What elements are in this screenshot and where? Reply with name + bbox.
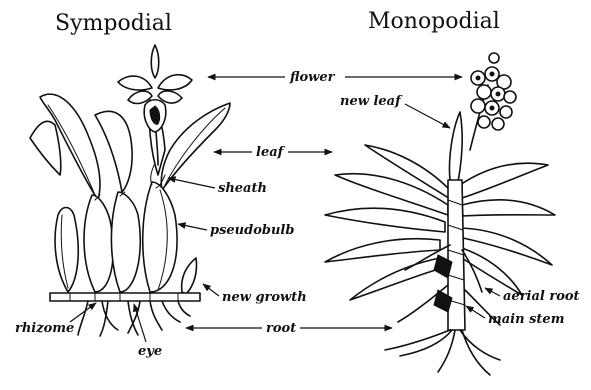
new-growth-arrow (203, 284, 219, 296)
label-rhizome: rhizome (15, 321, 74, 336)
label-flower: flower (289, 70, 336, 85)
label-new-leaf: new leaf (340, 94, 403, 109)
label-new-growth: new growth (222, 290, 307, 305)
new-leaf-arrow (405, 104, 450, 128)
eye-arrow (134, 304, 146, 342)
label-sheath: sheath (218, 181, 267, 196)
title-monopodial: Monopodial (368, 9, 500, 34)
title-sympodial: Sympodial (55, 11, 172, 36)
aerial-root-arrow (485, 288, 500, 296)
sheath-arrow (168, 178, 215, 188)
label-eye: eye (138, 344, 162, 359)
label-main-stem: main stem (488, 312, 564, 327)
label-pseudobulb: pseudobulb (210, 223, 294, 238)
label-root: root (266, 321, 296, 336)
pseudobulb-arrow (178, 224, 207, 230)
label-leaf: leaf (256, 145, 286, 160)
label-aerial-root: aerial root (503, 289, 580, 304)
sympodial-plant-drawing (30, 45, 230, 336)
